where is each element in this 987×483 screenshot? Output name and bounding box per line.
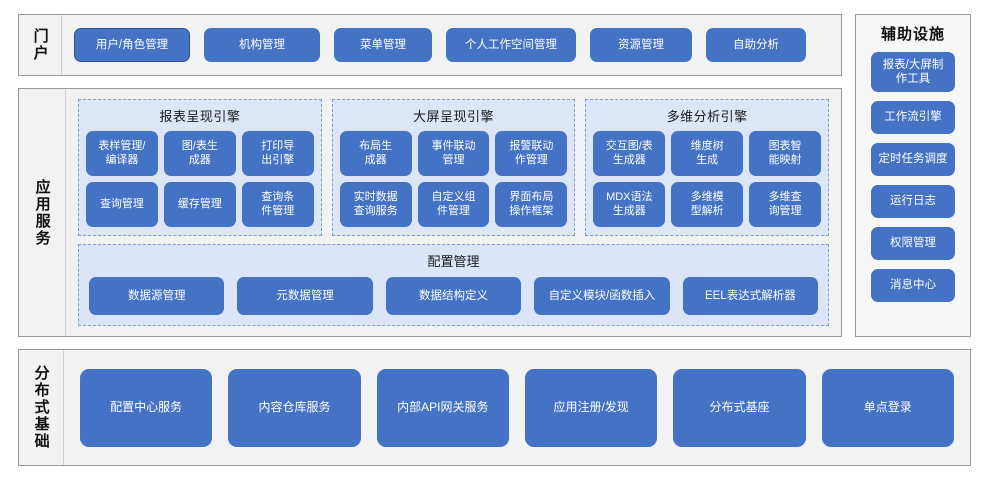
engine-dashboard-rendering: 大屏呈现引擎 布局生 成器 事件联动 管理 报警联动 作管理 实时数据 查询服务… bbox=[331, 99, 576, 236]
engine-item-query-condition-management[interactable]: 查询条 件管理 bbox=[241, 182, 314, 227]
engine-dashboard-rendering-items: 布局生 成器 事件联动 管理 报警联动 作管理 实时数据 查询服务 自定义组 件… bbox=[339, 131, 568, 227]
config-item-custom-module-function-insertion[interactable]: 自定义模块/函数插入 bbox=[534, 277, 670, 315]
auxiliary-item-workflow-engine[interactable]: 工作流引擎 bbox=[871, 101, 955, 134]
portal-item-user-role-management[interactable]: 用户/角色管理 bbox=[74, 28, 190, 62]
portal-item-org-management[interactable]: 机构管理 bbox=[204, 28, 320, 62]
application-service-section-label: 应用服务 bbox=[19, 89, 66, 336]
distributed-base-section-label-text: 分布式基础 bbox=[32, 365, 50, 450]
auxiliary-section: 辅助设施 报表/大屏制 作工具 工作流引擎 定时任务调度 运行日志 权限管理 消… bbox=[855, 14, 971, 337]
base-item-config-center-service[interactable]: 配置中心服务 bbox=[80, 368, 213, 447]
engine-item-custom-component-management[interactable]: 自定义组 件管理 bbox=[417, 182, 490, 227]
base-item-internal-api-gateway-service[interactable]: 内部API网关服务 bbox=[376, 368, 509, 447]
base-item-single-sign-on[interactable]: 单点登录 bbox=[821, 368, 954, 447]
config-item-datasource-management[interactable]: 数据源管理 bbox=[89, 277, 225, 315]
config-management-items: 数据源管理 元数据管理 数据结构定义 自定义模块/函数插入 EEL表达式解析器 bbox=[89, 277, 819, 315]
config-item-data-structure-definition[interactable]: 数据结构定义 bbox=[385, 277, 522, 315]
engine-item-print-export-engine[interactable]: 打印导 出引擎 bbox=[241, 131, 314, 176]
engine-item-template-management-compiler[interactable]: 表样管理/ 编译器 bbox=[86, 131, 158, 176]
portal-section-label: 门户 bbox=[19, 15, 62, 75]
application-service-section: 应用服务 报表呈现引擎 表样管理/ 编译器 图/表生 成器 打印导 出引擎 查询… bbox=[18, 88, 842, 337]
auxiliary-item-permission-management[interactable]: 权限管理 bbox=[871, 227, 955, 260]
portal-items: 用户/角色管理 机构管理 菜单管理 个人工作空间管理 资源管理 自助分析 bbox=[62, 15, 841, 75]
portal-section: 门户 用户/角色管理 机构管理 菜单管理 个人工作空间管理 资源管理 自助分析 bbox=[18, 14, 842, 76]
base-item-content-repository-service[interactable]: 内容仓库服务 bbox=[228, 368, 361, 447]
engine-item-chart-smart-mapping[interactable]: 图表智 能映射 bbox=[749, 131, 822, 176]
portal-item-menu-management[interactable]: 菜单管理 bbox=[334, 28, 432, 62]
engine-group: 报表呈现引擎 表样管理/ 编译器 图/表生 成器 打印导 出引擎 查询管理 缓存… bbox=[78, 99, 830, 236]
engine-item-multidimensional-query-management[interactable]: 多维查 询管理 bbox=[749, 182, 822, 227]
engine-report-rendering: 报表呈现引擎 表样管理/ 编译器 图/表生 成器 打印导 出引擎 查询管理 缓存… bbox=[78, 99, 322, 236]
config-item-metadata-management[interactable]: 元数据管理 bbox=[237, 277, 373, 315]
auxiliary-item-message-center[interactable]: 消息中心 bbox=[871, 269, 955, 302]
engine-item-mdx-syntax-generator[interactable]: MDX语法 生成器 bbox=[593, 182, 666, 227]
engine-multidimensional-analysis-title: 多维分析引擎 bbox=[666, 109, 748, 124]
auxiliary-item-report-dashboard-authoring-tool[interactable]: 报表/大屏制 作工具 bbox=[871, 52, 955, 92]
engine-item-realtime-data-query-service[interactable]: 实时数据 查询服务 bbox=[339, 182, 412, 227]
engine-item-event-linkage-management[interactable]: 事件联动 管理 bbox=[417, 131, 490, 176]
config-management-title: 配置管理 bbox=[427, 254, 480, 269]
engine-multidimensional-analysis: 多维分析引擎 交互图/表 生成器 维度树 生成 图表智 能映射 MDX语法 生成… bbox=[585, 99, 830, 236]
config-item-eel-expression-parser[interactable]: EEL表达式解析器 bbox=[682, 277, 819, 315]
portal-item-resource-management[interactable]: 资源管理 bbox=[590, 28, 692, 62]
engine-item-layout-generator[interactable]: 布局生 成器 bbox=[339, 131, 412, 176]
base-item-app-registration-discovery[interactable]: 应用注册/发现 bbox=[524, 368, 658, 447]
engine-item-alarm-action-management[interactable]: 报警联动 作管理 bbox=[495, 131, 568, 176]
auxiliary-item-scheduled-task-scheduler[interactable]: 定时任务调度 bbox=[871, 143, 955, 176]
engine-item-query-management[interactable]: 查询管理 bbox=[86, 182, 158, 227]
distributed-base-section: 分布式基础 配置中心服务 内容仓库服务 内部API网关服务 应用注册/发现 分布… bbox=[18, 349, 971, 466]
application-service-section-label-text: 应用服务 bbox=[33, 178, 51, 247]
engine-report-rendering-items: 表样管理/ 编译器 图/表生 成器 打印导 出引擎 查询管理 缓存管理 查询条 … bbox=[86, 131, 314, 227]
engine-dashboard-rendering-title: 大屏呈现引擎 bbox=[413, 109, 495, 124]
config-management-panel: 配置管理 数据源管理 元数据管理 数据结构定义 自定义模块/函数插入 EEL表达… bbox=[78, 244, 829, 326]
auxiliary-item-runtime-log[interactable]: 运行日志 bbox=[871, 185, 955, 218]
engine-item-interactive-chart-table-generator[interactable]: 交互图/表 生成器 bbox=[593, 131, 666, 176]
distributed-base-section-label: 分布式基础 bbox=[19, 350, 64, 465]
engine-item-chart-table-generator[interactable]: 图/表生 成器 bbox=[163, 131, 236, 176]
engine-multidimensional-analysis-items: 交互图/表 生成器 维度树 生成 图表智 能映射 MDX语法 生成器 多维模 型… bbox=[593, 131, 822, 227]
distributed-base-items: 配置中心服务 内容仓库服务 内部API网关服务 应用注册/发现 分布式基座 单点… bbox=[64, 350, 970, 465]
portal-item-self-service-analysis[interactable]: 自助分析 bbox=[706, 28, 806, 62]
portal-section-label-text: 门户 bbox=[31, 28, 49, 62]
portal-item-personal-workspace-management[interactable]: 个人工作空间管理 bbox=[446, 28, 576, 62]
base-item-distributed-foundation[interactable]: 分布式基座 bbox=[673, 368, 806, 447]
engine-item-cache-management[interactable]: 缓存管理 bbox=[163, 182, 236, 227]
auxiliary-section-title: 辅助设施 bbox=[880, 26, 945, 43]
engine-report-rendering-title: 报表呈现引擎 bbox=[159, 109, 241, 124]
engine-item-dimension-tree-generation[interactable]: 维度树 生成 bbox=[671, 131, 744, 176]
engine-item-ui-layout-operation-framework[interactable]: 界面布局 操作框架 bbox=[495, 182, 568, 227]
application-service-body: 报表呈现引擎 表样管理/ 编译器 图/表生 成器 打印导 出引擎 查询管理 缓存… bbox=[66, 89, 841, 336]
engine-item-multidimensional-model-parsing[interactable]: 多维模 型解析 bbox=[671, 182, 744, 227]
